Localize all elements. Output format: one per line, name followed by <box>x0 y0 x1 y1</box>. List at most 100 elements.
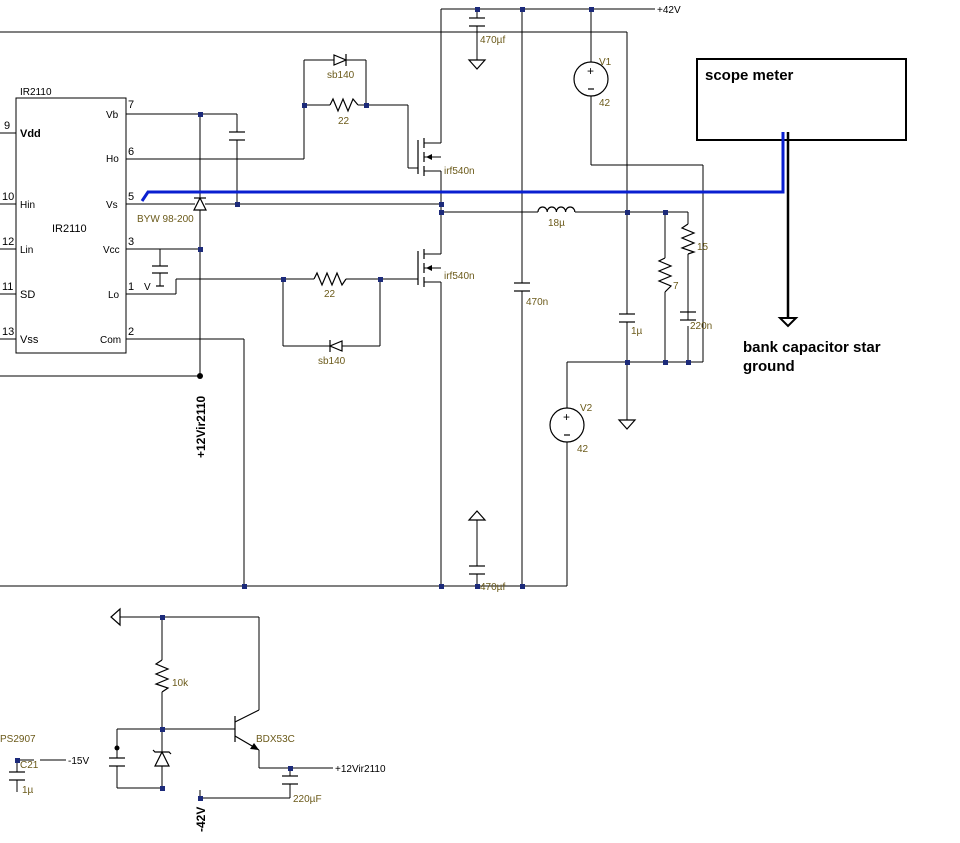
supply-12v-label: +12Vir2110 <box>194 395 208 458</box>
resistor-10k: 10k <box>154 659 189 693</box>
svg-text:10: 10 <box>2 191 14 203</box>
svg-text:V1: V1 <box>599 57 612 68</box>
inductor-18u: 18µ <box>537 206 576 229</box>
cap-220n: 220n <box>680 311 712 332</box>
vcc-capacitor: V <box>144 265 168 293</box>
ic-wires <box>0 31 628 587</box>
pin-vss: 13 Vss <box>0 326 39 346</box>
svg-text:470n: 470n <box>526 297 548 308</box>
svg-text:1µ: 1µ <box>631 326 643 337</box>
svg-text:Vss: Vss <box>20 334 39 346</box>
voltage-source-v1: + V1 42 <box>573 57 612 109</box>
power-wires <box>440 8 704 586</box>
resistor-7: 7 <box>657 257 679 293</box>
svg-text:12: 12 <box>2 236 14 248</box>
svg-text:6: 6 <box>128 146 134 158</box>
cap-470n: 470n <box>514 282 548 308</box>
svg-text:irf540n: irf540n <box>444 271 475 282</box>
resistor-22-low: 22 <box>313 271 347 300</box>
ground-note-line2: ground <box>743 358 795 375</box>
resistor-15: 15 <box>680 223 709 255</box>
supply-pos-label: +42V <box>657 5 681 16</box>
svg-text:Com: Com <box>100 335 121 346</box>
svg-text:13: 13 <box>2 326 14 338</box>
svg-text:15: 15 <box>697 242 709 253</box>
mosfet-low: irf540n <box>417 249 475 287</box>
transistor-bdx53c: BDX53C <box>234 709 295 751</box>
bootstrap-capacitor <box>229 131 245 141</box>
svg-text:V: V <box>144 282 151 293</box>
svg-text:11: 11 <box>2 281 13 293</box>
svg-text:Vcc: Vcc <box>103 245 120 256</box>
svg-text:220n: 220n <box>690 321 712 332</box>
out-12v-label: +12Vir2110 <box>335 764 386 775</box>
pin-vcc: 3 Vcc <box>103 236 142 256</box>
regulator-ground-symbol <box>110 607 121 627</box>
ground-note-line1: bank capacitor star <box>743 339 881 356</box>
scope-probe-wire <box>140 132 785 202</box>
resistor-22-high: 22 <box>329 97 359 127</box>
pin-ho: 6 Ho <box>106 146 142 165</box>
svg-text:sb140: sb140 <box>327 70 355 81</box>
svg-text:1µ: 1µ <box>22 785 34 796</box>
cap-1u: 1µ <box>617 313 643 430</box>
regulator-wires <box>16 616 333 799</box>
scope-ground-lead <box>777 132 799 328</box>
svg-text:SD: SD <box>20 289 35 301</box>
ic-part-label: IR2110 <box>20 87 52 98</box>
svg-text:Lo: Lo <box>108 290 120 301</box>
svg-text:+: + <box>563 410 570 424</box>
svg-text:42: 42 <box>599 98 611 109</box>
svg-text:BYW 98-200: BYW 98-200 <box>137 214 194 225</box>
zener-diode <box>152 749 172 767</box>
svg-text:BDX53C: BDX53C <box>256 734 295 745</box>
svg-text:470µf: 470µf <box>480 35 505 46</box>
svg-text:C21: C21 <box>20 760 39 771</box>
pin-com: 2 Com <box>100 326 142 346</box>
svg-text:7: 7 <box>673 281 679 292</box>
pin-vb: 7 Vb <box>106 99 142 121</box>
svg-text:5: 5 <box>128 191 134 203</box>
pin-sd: 11 SD <box>0 281 35 301</box>
scope-meter-label: scope meter <box>705 67 794 84</box>
diode-sb140-high: sb140 <box>327 54 355 81</box>
svg-text:sb140: sb140 <box>318 356 346 367</box>
svg-text:Vs: Vs <box>106 200 118 211</box>
pin-lin: 12 Lin <box>0 236 33 256</box>
pin-hin: 10 Hin <box>0 191 35 211</box>
svg-text:3: 3 <box>128 236 134 248</box>
mosfet-high: irf540n <box>417 138 475 177</box>
svg-text:22: 22 <box>338 116 350 127</box>
svg-text:18µ: 18µ <box>548 218 565 229</box>
svg-text:Vb: Vb <box>106 110 119 121</box>
svg-text:V2: V2 <box>580 403 593 414</box>
svg-text:+: + <box>587 64 594 78</box>
ic-body <box>15 97 127 354</box>
cap-470uf-top: 470µf <box>467 17 505 70</box>
pin-vdd: 9 Vdd <box>0 120 41 140</box>
junction-dots <box>15 7 691 801</box>
svg-text:22: 22 <box>324 289 336 300</box>
scope-meter-box <box>696 58 907 141</box>
regulator-capacitor <box>109 757 125 767</box>
svg-text:Vdd: Vdd <box>20 128 41 140</box>
svg-text:1: 1 <box>128 281 134 293</box>
svg-text:220µF: 220µF <box>293 794 322 805</box>
cap-220uf: 220µF <box>282 775 322 805</box>
diode-sb140-low: sb140 <box>318 340 346 367</box>
supply-neg-label: -42V <box>194 807 208 832</box>
neg15-label: -15V <box>68 756 89 767</box>
voltage-source-v2: + V2 42 <box>549 403 593 455</box>
svg-text:Hin: Hin <box>20 200 35 211</box>
svg-text:10k: 10k <box>172 678 189 689</box>
svg-text:Ho: Ho <box>106 154 119 165</box>
svg-text:470µf: 470µf <box>480 582 505 593</box>
svg-text:42: 42 <box>577 444 589 455</box>
bootstrap-diode: BYW 98-200 <box>137 196 207 225</box>
ic-name-label: IR2110 <box>52 223 87 235</box>
cap-470uf-bottom: 470µf <box>467 510 505 593</box>
pin-vs: 5 Vs <box>106 191 142 211</box>
pin-lo: 1 Lo <box>108 281 142 301</box>
svg-text:7: 7 <box>128 99 134 111</box>
